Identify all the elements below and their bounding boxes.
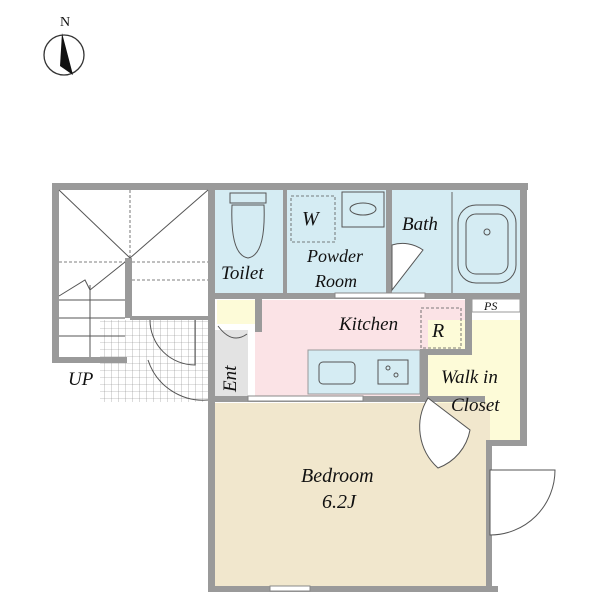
bedroom-label: Bedroom — [301, 465, 374, 487]
closet-label-line2: Closet — [451, 395, 500, 416]
window — [269, 585, 311, 592]
powder-room-label-line2: Room — [314, 271, 357, 291]
kitchen-counter — [307, 349, 421, 395]
north-label: N — [60, 15, 70, 30]
door-swing[interactable] — [217, 325, 248, 339]
closet-door[interactable] — [419, 397, 471, 469]
closet-label-line1: Walk in — [441, 367, 498, 388]
door-swing[interactable] — [147, 359, 209, 401]
staircase — [58, 189, 209, 357]
bathtub-icon — [457, 204, 517, 284]
door-swing[interactable] — [149, 319, 196, 366]
refrigerator-label: R — [431, 320, 444, 342]
bath-door[interactable] — [391, 242, 424, 292]
stairs-up-label: UP — [68, 369, 94, 390]
entrance-area — [212, 330, 248, 398]
refrigerator-space — [420, 307, 462, 349]
kitchen-sink-icon — [318, 361, 356, 385]
toilet-room — [215, 190, 283, 293]
window — [247, 395, 364, 402]
entrance-label: Ent — [220, 365, 241, 393]
powder-room-label-line1: Powder — [306, 246, 364, 266]
sink-counter — [341, 191, 385, 228]
sink-icon — [349, 202, 377, 216]
bathroom — [392, 190, 520, 293]
stove-icon — [377, 359, 409, 385]
toilet-fixture-icon — [229, 192, 267, 259]
bedroom-exterior-door[interactable] — [489, 469, 556, 536]
toilet-label: Toilet — [221, 263, 264, 284]
powder-room — [287, 190, 388, 293]
bedroom-size-label: 6.2J — [322, 491, 357, 513]
washer-label: W — [302, 208, 321, 230]
kitchen-label: Kitchen — [338, 314, 398, 335]
window — [334, 292, 426, 299]
north-compass-icon: N — [43, 15, 85, 76]
bath-label: Bath — [402, 214, 438, 235]
ps-label: PS — [483, 299, 497, 313]
shoe-closet — [217, 300, 255, 324]
washer-space — [290, 195, 336, 243]
